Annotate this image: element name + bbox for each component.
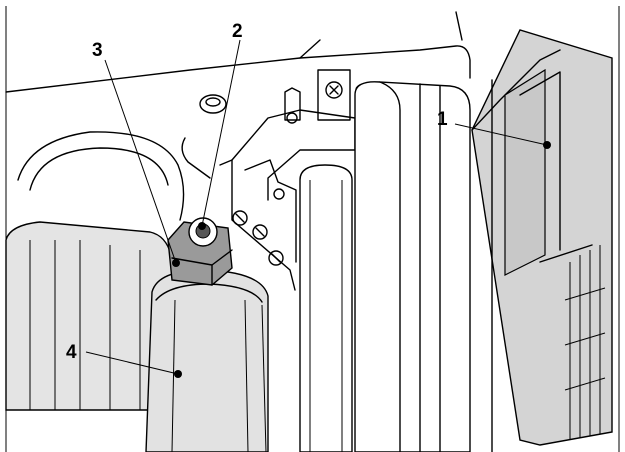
center-rollers (299, 79, 493, 452)
housing-plate (5, 11, 471, 179)
mounting-block (167, 217, 233, 286)
side-panel (471, 29, 613, 446)
callout-1: 1 (437, 109, 551, 149)
callout-1-label: 1 (437, 109, 448, 130)
callout-2-dot (198, 222, 206, 230)
callout-2: 2 (198, 21, 243, 230)
callout-4-label: 4 (66, 342, 77, 363)
callout-3-dot (172, 259, 180, 267)
callout-4: 4 (66, 342, 182, 378)
vent-slots (564, 245, 606, 440)
callout-3-label: 3 (92, 40, 103, 61)
callout-4-dot (174, 370, 182, 378)
callout-1-dot (543, 141, 551, 149)
callout-2-label: 2 (232, 21, 243, 42)
foreground-roller (145, 269, 269, 452)
callout-3: 3 (92, 40, 180, 267)
